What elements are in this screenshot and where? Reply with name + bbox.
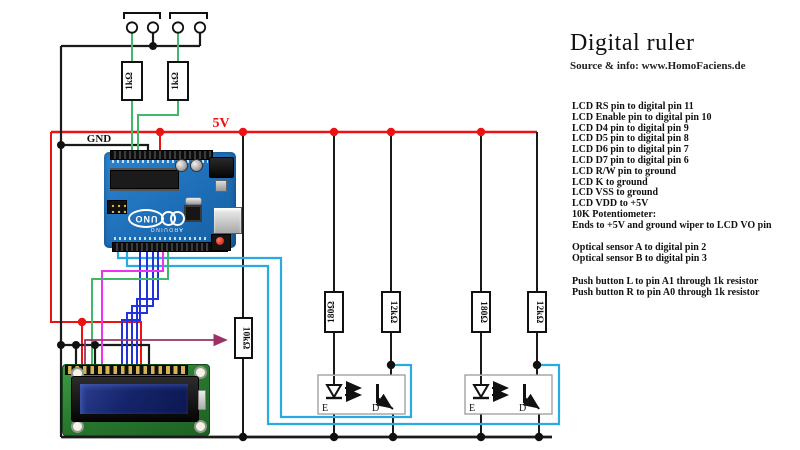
note-line: LCD D7 pin to digital pin 6 xyxy=(572,154,689,166)
label-gnd: GND xyxy=(87,133,112,145)
note-line: LCD Enable pin to digital pin 10 xyxy=(572,111,712,123)
lcd-pin-header xyxy=(65,365,188,375)
note-line: LCD VSS to ground xyxy=(572,187,659,199)
buttonR-terminal-left xyxy=(171,21,185,34)
resistor-12k-opto2 xyxy=(527,291,547,333)
push-button-notes: Push button L to pin A1 through 1k resis… xyxy=(572,276,798,299)
page-title: Digital ruler xyxy=(570,30,695,56)
note-line: Optical sensor B to digital pin 3 xyxy=(572,252,707,264)
source-info: Source & info: www.HomoFaciens.de xyxy=(570,60,746,72)
label-resistor-1k-left: 1kΩ xyxy=(125,72,135,90)
wire-sensor-B-cyan xyxy=(125,249,561,426)
optical-sensor-notes: Optical sensor A to digital pin 2 Optica… xyxy=(572,242,798,265)
lcd-mount-hole xyxy=(194,420,207,433)
resistor-10k-pot xyxy=(234,317,253,359)
resistor-1k-left xyxy=(121,61,143,101)
capacitor-2 xyxy=(190,159,203,172)
note-line: LCD K to ground xyxy=(572,176,648,188)
push-button-R-symbol xyxy=(169,12,208,34)
label-resistor-180-opto2: 180Ω xyxy=(478,301,488,323)
junction-dots-red xyxy=(77,127,486,327)
usb-interface-chip xyxy=(184,205,202,222)
resistor-180-opto2 xyxy=(471,291,491,333)
regulator-chip xyxy=(215,180,227,192)
buttonR-actuator xyxy=(169,12,208,19)
arduino-top-header xyxy=(110,150,213,160)
arduino-silkscreen-top xyxy=(112,160,208,163)
label-5v: 5V xyxy=(212,116,229,131)
atmega-chip xyxy=(110,170,179,189)
arduino-logo-icon xyxy=(170,211,185,226)
optocoupler-1 xyxy=(317,374,406,415)
resistor-12k-opto1 xyxy=(381,291,401,333)
reset-button xyxy=(216,237,224,245)
lcd-connection-notes: LCD RS pin to digital pin 11 LCD Enable … xyxy=(572,101,798,232)
resistor-180-opto1 xyxy=(324,291,344,333)
opto2-emitter-bend xyxy=(537,406,540,410)
wire-contrast-wiper-purple xyxy=(84,333,228,364)
wire-lcd-d4-blue xyxy=(136,249,159,364)
wire-5v-lcd-backlight xyxy=(50,132,142,364)
note-line: LCD D5 pin to digital pin 8 xyxy=(572,133,689,145)
arduino-brand-text: ARDUINO xyxy=(149,226,183,232)
note-line: LCD RS pin to digital pin 11 xyxy=(572,101,694,112)
capacitor-1 xyxy=(175,159,188,172)
wire-lcd-data-net xyxy=(121,249,159,364)
label-opto2-E: E xyxy=(469,403,475,414)
label-resistor-10k: 10kΩ xyxy=(241,327,251,350)
buttonL-actuator xyxy=(123,12,161,19)
note-line: LCD D4 pin to digital pin 9 xyxy=(572,122,689,134)
buttonL-terminal-right xyxy=(146,21,160,34)
wire-sensor-A-cyan xyxy=(116,249,413,419)
note-line: Push button R to pin A0 through 1k resis… xyxy=(572,286,760,298)
push-button-L-symbol xyxy=(123,12,161,34)
crystal-oscillator xyxy=(185,197,202,205)
resistors xyxy=(121,61,547,359)
label-opto1-D: D xyxy=(372,403,379,414)
buttonL-terminal-left xyxy=(125,21,139,34)
junction-dots-black xyxy=(57,42,544,442)
arduino-uno-board: UNO ARDUINO xyxy=(104,150,242,252)
note-line: LCD R/W pin to ground xyxy=(572,165,677,177)
resistor-1k-right xyxy=(167,61,189,101)
power-jack xyxy=(209,157,234,178)
label-opto2-D: D xyxy=(519,403,526,414)
arduino-silkscreen-bottom xyxy=(114,237,206,240)
note-line: Ends to +5V and ground wiper to LCD VO p… xyxy=(572,219,772,231)
wire-sensor-cyan-net xyxy=(116,249,561,426)
lcd-side-tab xyxy=(198,390,206,410)
label-resistor-12k-opto1: 12kΩ xyxy=(388,301,398,324)
opto2-emitter-icon xyxy=(522,393,540,409)
opto1-emitter-icon xyxy=(375,393,393,409)
usb-port xyxy=(213,207,242,234)
column-opto1-collector xyxy=(376,132,392,388)
label-resistor-180-opto1: 180Ω xyxy=(327,301,337,323)
icsp-header xyxy=(107,200,127,214)
buttonR-terminal-right xyxy=(193,21,207,34)
note-line: 10K Potentiometer: xyxy=(572,208,657,220)
note-line: LCD D6 pin to digital pin 7 xyxy=(572,144,689,156)
wire-lcd-rs-green xyxy=(91,249,169,364)
lcd-screen xyxy=(80,384,188,414)
label-opto1-E: E xyxy=(322,403,328,414)
opto1-emitter-bend xyxy=(390,406,394,410)
label-resistor-1k-right: 1kΩ xyxy=(171,72,181,90)
label-resistor-12k-opto2: 12kΩ xyxy=(534,301,544,324)
note-line: Optical sensor A to digital pin 2 xyxy=(572,242,707,253)
note-line: LCD VDD to +5V xyxy=(572,198,649,210)
lcd-mount-hole xyxy=(194,366,207,379)
note-line: Push button L to pin A1 through 1k resis… xyxy=(572,276,759,287)
lcd-module xyxy=(62,364,210,436)
wire-lcd-enable-magenta xyxy=(101,249,164,364)
column-opto2-collector xyxy=(523,132,538,388)
optocoupler-2 xyxy=(464,374,553,415)
wire-lcd-ground-bus xyxy=(61,343,151,364)
wire-lcd-d5-blue xyxy=(131,249,154,364)
